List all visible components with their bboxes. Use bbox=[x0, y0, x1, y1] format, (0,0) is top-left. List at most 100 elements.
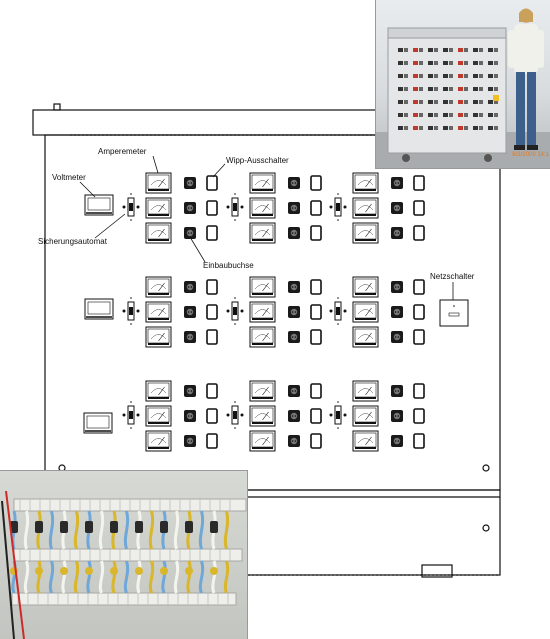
ammeter-icon bbox=[352, 301, 379, 323]
ammeter-icon bbox=[352, 172, 379, 194]
label-wipp-ausschalter: Wipp-Ausschalter bbox=[226, 156, 289, 165]
voltmeter-icon bbox=[83, 412, 113, 434]
ammeter-icon bbox=[249, 301, 276, 323]
ammeter-icon bbox=[249, 380, 276, 402]
ammeter-icon bbox=[352, 405, 379, 427]
screw-lower-right bbox=[482, 524, 490, 532]
rocker-switch-icon bbox=[413, 225, 425, 241]
socket-icon bbox=[184, 202, 196, 214]
socket-icon bbox=[288, 410, 300, 422]
ammeter-icon bbox=[145, 276, 172, 298]
rocker-switch-icon bbox=[310, 175, 322, 191]
rocker-switch-icon bbox=[206, 175, 218, 191]
socket-icon bbox=[184, 435, 196, 447]
socket-icon bbox=[288, 435, 300, 447]
socket-icon bbox=[288, 385, 300, 397]
rocker-switch-icon bbox=[310, 200, 322, 216]
socket-icon bbox=[184, 331, 196, 343]
rocker-switch-icon bbox=[206, 225, 218, 241]
voltmeter-icon bbox=[84, 298, 114, 320]
rocker-switch-icon bbox=[413, 304, 425, 320]
ammeter-icon bbox=[249, 197, 276, 219]
rocker-switch-icon bbox=[413, 329, 425, 345]
socket-icon bbox=[391, 281, 403, 293]
rocker-switch-icon bbox=[413, 200, 425, 216]
label-einbaubuchse: Einbaubuchse bbox=[203, 261, 254, 270]
ammeter-icon bbox=[352, 430, 379, 452]
label-netzschalter: Netzschalter bbox=[430, 272, 475, 281]
ammeter-icon bbox=[352, 222, 379, 244]
rocker-switch-icon bbox=[310, 433, 322, 449]
ammeter-icon bbox=[145, 405, 172, 427]
rocker-switch-icon bbox=[413, 175, 425, 191]
rocker-switch-icon bbox=[310, 408, 322, 424]
cabinet-photo: 6/3/2009 14:1 bbox=[375, 0, 550, 169]
socket-icon bbox=[391, 306, 403, 318]
rocker-switch-icon bbox=[206, 408, 218, 424]
ammeter-icon bbox=[249, 172, 276, 194]
callout-voltmeter bbox=[79, 181, 96, 198]
ammeter-icon bbox=[249, 430, 276, 452]
callout-einbaubuchse bbox=[189, 236, 206, 263]
circuit-breaker-icon bbox=[226, 401, 244, 429]
socket-icon bbox=[391, 385, 403, 397]
label-sicherungsautomat: Sicherungsautomat bbox=[38, 237, 108, 246]
callout-amperemeter bbox=[152, 155, 159, 174]
socket-icon bbox=[288, 202, 300, 214]
rocker-switch-icon bbox=[206, 329, 218, 345]
wiring-photo-art bbox=[1, 490, 247, 639]
socket-icon bbox=[288, 227, 300, 239]
rocker-switch-icon bbox=[310, 383, 322, 399]
socket-icon bbox=[288, 177, 300, 189]
wiring-photo bbox=[0, 470, 248, 639]
socket-icon bbox=[391, 435, 403, 447]
socket-icon bbox=[184, 281, 196, 293]
rocker-switch-icon bbox=[310, 279, 322, 295]
ammeter-icon bbox=[249, 405, 276, 427]
ammeter-icon bbox=[145, 380, 172, 402]
circuit-breaker-icon bbox=[226, 193, 244, 221]
ammeter-icon bbox=[352, 276, 379, 298]
ammeter-icon bbox=[249, 276, 276, 298]
socket-icon bbox=[391, 410, 403, 422]
mains-switch-icon bbox=[439, 299, 469, 327]
circuit-breaker-icon bbox=[329, 193, 347, 221]
cabinet-photo-art bbox=[376, 8, 550, 168]
ammeter-icon bbox=[145, 197, 172, 219]
circuit-breaker-icon bbox=[122, 401, 140, 429]
callout-sicherung bbox=[94, 213, 126, 239]
top-bolt bbox=[53, 103, 61, 111]
circuit-breaker-icon bbox=[122, 193, 140, 221]
callout-wipp bbox=[212, 163, 226, 178]
socket-icon bbox=[391, 331, 403, 343]
socket-icon bbox=[391, 202, 403, 214]
circuit-breaker-icon bbox=[329, 401, 347, 429]
rocker-switch-icon bbox=[206, 383, 218, 399]
photo-date-stamp: 6/3/2009 14:1 bbox=[512, 152, 549, 158]
rocker-switch-icon bbox=[310, 304, 322, 320]
rocker-switch-icon bbox=[413, 433, 425, 449]
socket-icon bbox=[391, 227, 403, 239]
ammeter-icon bbox=[145, 301, 172, 323]
rocker-switch-icon bbox=[413, 408, 425, 424]
rocker-switch-icon bbox=[206, 279, 218, 295]
rocker-switch-icon bbox=[310, 329, 322, 345]
socket-icon bbox=[184, 227, 196, 239]
ammeter-icon bbox=[352, 197, 379, 219]
socket-icon bbox=[288, 331, 300, 343]
ammeter-icon bbox=[352, 326, 379, 348]
label-amperemeter: Amperemeter bbox=[98, 147, 147, 156]
screw-bottom-right bbox=[482, 464, 490, 472]
voltmeter-icon bbox=[84, 194, 114, 216]
socket-icon bbox=[184, 177, 196, 189]
socket-icon bbox=[184, 385, 196, 397]
ammeter-icon bbox=[145, 430, 172, 452]
ammeter-icon bbox=[249, 326, 276, 348]
rocker-switch-icon bbox=[413, 279, 425, 295]
label-voltmeter: Voltmeter bbox=[52, 173, 86, 182]
rocker-switch-icon bbox=[206, 200, 218, 216]
circuit-breaker-icon bbox=[329, 297, 347, 325]
ammeter-icon bbox=[145, 222, 172, 244]
cabinet-foot bbox=[421, 564, 453, 578]
circuit-breaker-icon bbox=[226, 297, 244, 325]
